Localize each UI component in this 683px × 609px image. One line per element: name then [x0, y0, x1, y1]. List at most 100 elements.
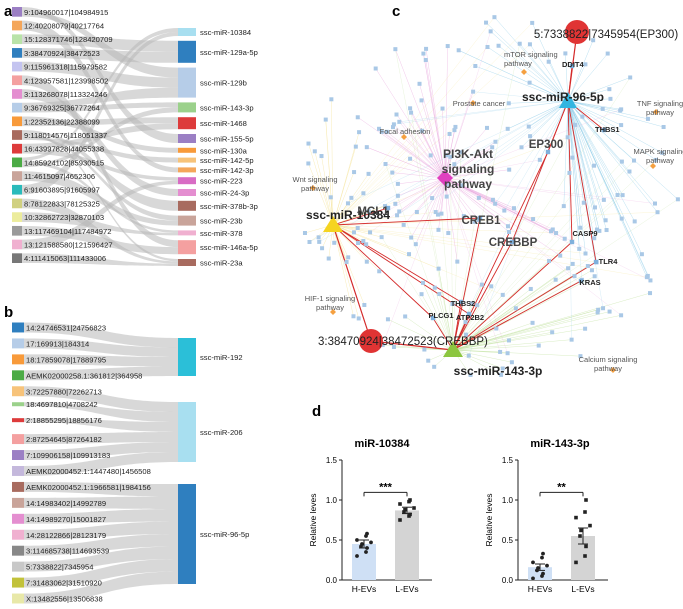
network-edge [410, 177, 446, 238]
sankey-a-link [22, 171, 178, 226]
network-edge [444, 147, 493, 179]
network-pathway-node [330, 309, 336, 315]
network-gene-node [648, 291, 653, 296]
network-edges [304, 17, 679, 376]
data-point [584, 544, 588, 549]
network-gene-node [424, 46, 429, 51]
sankey-a-source-node [12, 253, 22, 263]
network-gene-node [648, 278, 653, 283]
data-point [583, 510, 587, 514]
network-edge [382, 177, 446, 346]
sankey-a-source-label: 3:113268078|113324246 [24, 90, 107, 99]
sankey-a-target-label: ssc-miR-143-3p [200, 103, 254, 112]
network-edge [452, 263, 573, 351]
sankey-b-source-node [12, 354, 24, 365]
data-point [365, 546, 369, 550]
network-edge [321, 156, 334, 226]
network-gene-node [355, 115, 360, 120]
panel-label-a: a [4, 3, 13, 20]
network-red-edge [332, 224, 434, 319]
network-labels: 5:7338822|7345954(EP300)3:38470924|38472… [292, 29, 683, 378]
network-circrna-node [565, 20, 589, 44]
network-edge [434, 287, 454, 351]
sankey-a-link [22, 117, 178, 127]
sankey-a-link [22, 198, 178, 264]
network-label-ep300: EP300 [529, 139, 564, 151]
y-tick-label: 1.5 [326, 456, 338, 465]
network-edge [416, 100, 569, 213]
network-gene-node [595, 310, 600, 315]
sankey-a-target-node [178, 177, 196, 185]
sankey-a-source-label: 3:38470924|38472523 [24, 49, 100, 58]
network-edge [444, 147, 493, 179]
network-gene-node [493, 139, 498, 144]
sankey-a-target-node [178, 157, 196, 163]
network-small-label: pathway [646, 156, 674, 165]
sankey-b-source-node [12, 338, 24, 349]
network-edge [399, 177, 446, 212]
network-edge [332, 46, 488, 226]
sankey-a-source-node [12, 184, 22, 195]
network-gene-node [530, 20, 535, 25]
network-gene-node [484, 20, 489, 25]
network-gene-node [550, 330, 555, 335]
network-gene-node [581, 200, 586, 205]
network-gene-node [447, 131, 452, 136]
network-edge [444, 177, 449, 234]
network-gene-node [507, 167, 512, 172]
sankey-b-source-label: 18:4697810|4708242 [26, 400, 98, 409]
network-mirna-node [323, 216, 343, 232]
sankey-a-target-node [178, 117, 196, 130]
network-gene-node [420, 128, 425, 133]
sankey-a-source-node [12, 20, 22, 31]
network-edge [395, 49, 454, 351]
network-gene-node [453, 124, 458, 129]
network-edge [452, 349, 501, 353]
y-tick-label: 0.5 [326, 536, 338, 545]
network-gene-node [592, 236, 597, 241]
network-red-edge [332, 217, 481, 226]
network-gene-node [419, 98, 424, 103]
network-edge [519, 43, 569, 102]
bar-chart-title: miR-143-3p [530, 438, 590, 450]
sankey-a-link [22, 135, 178, 221]
network-edge [452, 339, 572, 351]
network-edge [475, 65, 569, 102]
network-small-label: Focal adhesion [380, 127, 431, 136]
data-point [364, 550, 368, 554]
network-edge [567, 100, 623, 162]
network-gene-node [475, 303, 480, 308]
network-edge [325, 119, 334, 226]
network-edge [357, 117, 446, 179]
sankey-a-target-label: ssc-miR-23b [200, 217, 243, 226]
sankey-a-target-node [178, 28, 196, 36]
network-edge [444, 177, 510, 233]
network-gene-node [364, 242, 369, 247]
data-point [408, 512, 412, 517]
network-gene-node [351, 230, 356, 235]
network-edge [452, 311, 610, 351]
network-edge [444, 169, 510, 179]
network-edge [392, 126, 446, 179]
network-gene-node [500, 292, 505, 297]
sankey-b-target-node [178, 402, 196, 462]
network-gene-node [499, 372, 504, 377]
sankey-a-link [22, 180, 178, 250]
network-pathway-node [610, 367, 616, 373]
network-red-edge [511, 100, 569, 243]
network-gene-node [468, 372, 473, 377]
network-label-crebbp-circ: 3:38470924|38472523(CREBBP) [318, 336, 488, 348]
sankey-a-link [22, 137, 178, 163]
network-gene-node [485, 44, 490, 49]
network-gene-node [593, 259, 599, 265]
network-small-label: Wnt signaling [292, 175, 337, 184]
network-gene-node [578, 225, 583, 230]
network-pathway-node [650, 163, 656, 169]
network-edge [487, 46, 569, 102]
network-gene-node [364, 259, 369, 264]
network-small-label: KRAS [579, 278, 600, 287]
sankey-a-source-node [12, 116, 22, 127]
network-edge [444, 177, 656, 204]
network-red-edge [332, 224, 372, 342]
y-tick-label: 1.0 [502, 496, 514, 505]
